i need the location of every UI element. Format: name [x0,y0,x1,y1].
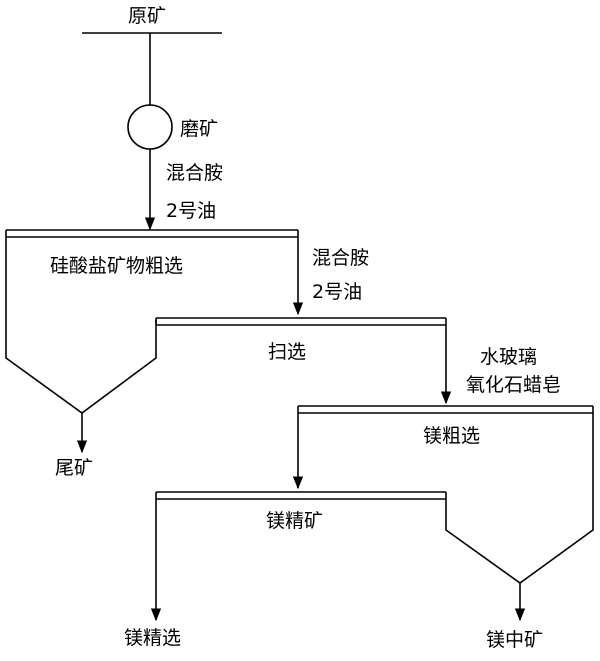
reagents-1-label: 混合胺 2号油 [166,158,223,226]
mg-rougher-label: 镁粗选 [423,425,481,447]
mg-middlings-label: 镁中矿 [486,629,544,651]
silicate-rougher-label: 硅酸盐矿物粗选 [50,255,184,277]
reagent-no2-oil-1: 2号油 [166,200,217,222]
tailings-label: 尾矿 [55,457,94,479]
mg-rougher-cell [297,405,594,414]
reagent-no2-oil-2: 2号油 [312,281,363,303]
grinding-label: 磨矿 [180,118,219,140]
reagent-oxidized-paraffin-soap: 氧化石蜡皂 [466,374,562,396]
raw-ore-label: 原矿 [128,5,167,27]
scavenging-label: 扫选 [268,341,307,363]
reagents-3-label: 水玻璃 氧化石蜡皂 [466,343,561,399]
reagents-2-label: 混合胺 2号油 [312,243,369,307]
scavenging-cell [155,317,447,326]
mg-cleaning-label: 镁精选 [124,627,182,649]
reagent-mixed-amine-2: 混合胺 [312,247,370,269]
reagent-water-glass: 水玻璃 [480,346,538,368]
reagent-mixed-amine-1: 混合胺 [166,162,224,184]
mg-concentrate-cell [155,413,594,584]
grinding-mill-symbol [127,104,173,150]
mg-concentrate-label: 镁精矿 [266,510,324,532]
